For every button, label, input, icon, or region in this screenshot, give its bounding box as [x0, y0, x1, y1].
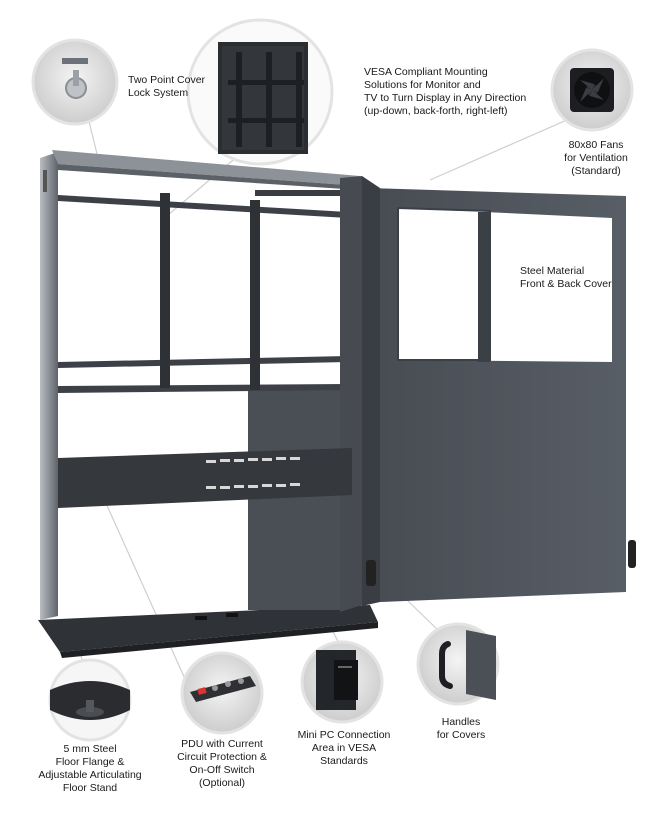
fans-label: 80x80 Fans for Ventilation (Standard)	[548, 139, 644, 178]
mini-pc-icon	[316, 650, 358, 710]
steel-label: Steel Material Front & Back Cover	[520, 265, 612, 291]
floor-label-line: Floor Flange &	[55, 756, 125, 768]
power-strip-icon	[190, 676, 256, 702]
lock-icon	[62, 58, 88, 99]
pdu-label: PDU with Current Circuit Protection & On…	[164, 738, 280, 790]
vesa-label-line: (up-down, back-forth, right-left)	[364, 105, 508, 117]
vesa-label-line: VESA Compliant Mounting	[364, 66, 488, 78]
vesa-label-line: Solutions for Monitor and	[364, 79, 481, 91]
minipc-label-line: Area in VESA	[311, 742, 377, 754]
handles-label-line: Handles	[441, 716, 481, 728]
handles-callout-bubble	[416, 622, 500, 706]
floor-label: 5 mm Steel Floor Flange & Adjustable Art…	[30, 743, 150, 795]
lock-callout-bubble	[31, 38, 119, 126]
handle-icon	[439, 630, 496, 700]
vesa-label-line: TV to Turn Display in Any Direction	[364, 92, 527, 104]
pdu-mount-beam	[58, 448, 352, 508]
pdu-callout-bubble	[180, 651, 264, 735]
handles-label: Handles for Covers	[418, 716, 504, 742]
lock-label: Two Point Cover Lock System	[128, 74, 205, 100]
pdu-label-line: Circuit Protection &	[177, 751, 267, 763]
minipc-callout-bubble	[300, 640, 384, 724]
vesa-mount-rails	[160, 193, 260, 390]
floor-stand-icon	[50, 681, 130, 720]
floor-label-line: 5 mm Steel	[63, 743, 117, 755]
fans-label-line: for Ventilation	[564, 152, 628, 164]
minipc-label-line: Mini PC Connection	[297, 729, 391, 741]
floor-label-line: Floor Stand	[62, 782, 118, 794]
minipc-label-line: Standards	[320, 755, 368, 767]
lock-label-line: Two Point Cover	[128, 74, 206, 86]
fans-label-line: 80x80 Fans	[568, 139, 624, 151]
vesa-mount-icon	[218, 42, 308, 154]
fans-callout-bubble	[550, 48, 634, 132]
pdu-label-line: On-Off Switch	[189, 764, 255, 776]
floor-label-line: Adjustable Articulating	[38, 769, 142, 781]
front-cover	[362, 176, 636, 606]
steel-label-line: Steel Material	[520, 265, 585, 277]
pdu-label-line: (Optional)	[198, 777, 246, 789]
vesa-label: VESA Compliant Mounting Solutions for Mo…	[364, 66, 526, 118]
steel-label-line: Front & Back Cover	[520, 278, 612, 290]
frame-rails	[58, 195, 348, 393]
center-post	[340, 176, 362, 612]
lock-label-line: Lock System	[128, 87, 189, 99]
minipc-label: Mini PC Connection Area in VESA Standard…	[288, 729, 400, 768]
vesa-callout-bubble	[186, 18, 334, 166]
pdu-label-line: PDU with Current	[181, 738, 263, 750]
floor-base	[38, 605, 378, 658]
fans-label-line: (Standard)	[571, 165, 621, 177]
fan-icon	[570, 68, 614, 112]
left-post	[40, 152, 58, 620]
floor-callout-bubble	[48, 658, 132, 742]
top-frame	[52, 150, 360, 186]
handles-label-line: for Covers	[436, 729, 486, 741]
